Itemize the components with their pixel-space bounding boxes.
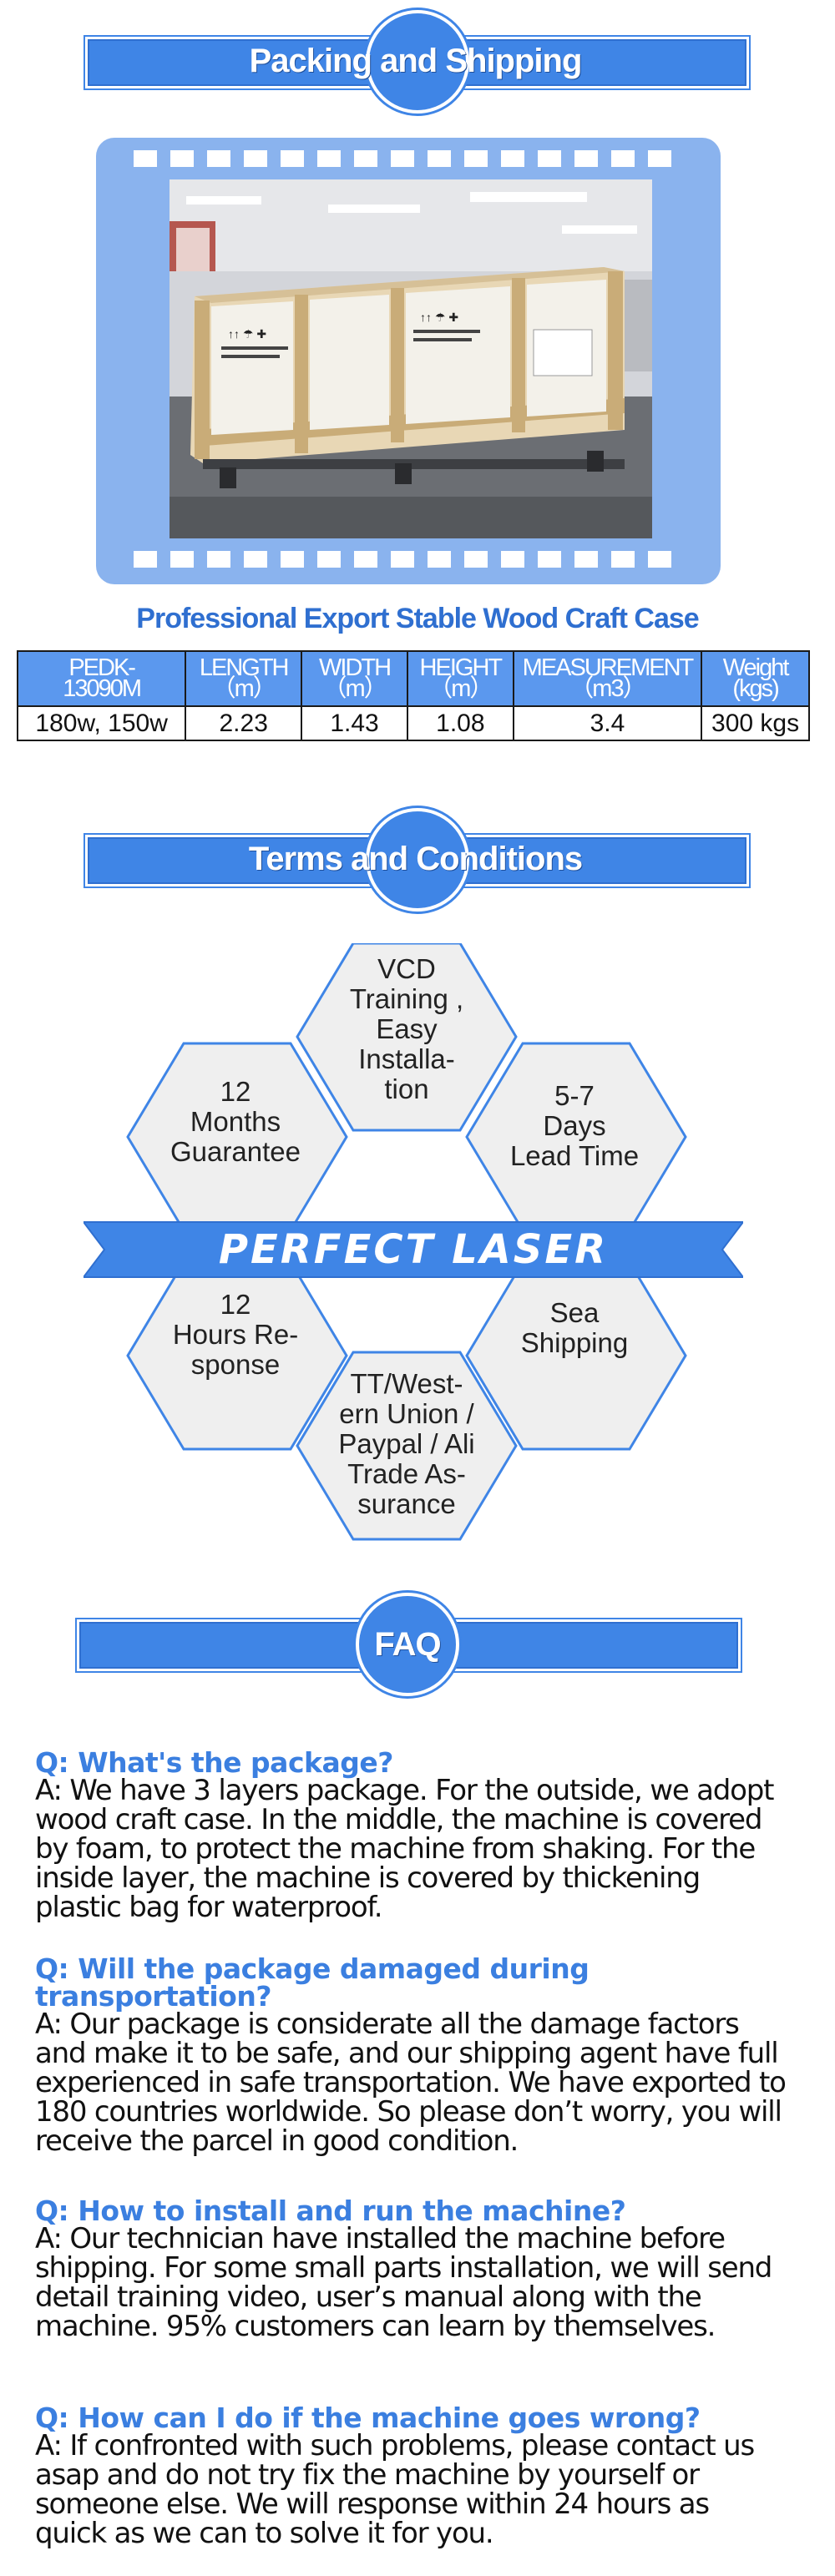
packing-subtitle: Professional Export Stable Wood Craft Ca… <box>136 603 699 634</box>
table-cell-measurement: 3.4 <box>512 705 703 741</box>
table-header-width: WIDTH （m） <box>301 650 408 707</box>
table-header-row: PEDK- 13090M LENGTH （m） WIDTH （m） HEIGHT… <box>16 650 810 707</box>
faq-item-2: Q: Will the package damaged during trans… <box>35 1955 787 2156</box>
film-perforations-bottom <box>134 551 671 568</box>
faq-question: Q: What's the package? <box>35 1746 393 1779</box>
faq-banner-circle <box>356 1593 459 1696</box>
table-cell-length: 2.23 <box>185 705 303 741</box>
table-cell-width: 1.43 <box>301 705 408 741</box>
term-response: 12 Hours Re- sponse <box>172 1289 299 1380</box>
faq-answer: A: If confronted with such problems, ple… <box>35 2429 755 2550</box>
hex-top <box>296 943 518 1132</box>
svg-text:↑↑ ☂ ✚: ↑↑ ☂ ✚ <box>228 327 266 341</box>
hex-bottom <box>296 1351 518 1541</box>
table-cell-height: 1.08 <box>406 705 514 741</box>
terms-banner-circle <box>366 808 469 912</box>
faq-question: Q: How to install and run the machine? <box>35 2195 626 2227</box>
term-training: VCD Training , Easy Installa- tion <box>349 953 464 1104</box>
table-row: 180w, 150w 2.23 1.43 1.08 3.4 300 kgs <box>16 705 810 741</box>
terms-section-title: Terms and Conditions <box>248 841 583 877</box>
table-header-length: LENGTH （m） <box>185 650 303 707</box>
hexagon-grid <box>126 943 687 1541</box>
wooden-crate-photo: ↑↑ ☂ ✚ ↑↑ ☂ ✚ <box>170 179 652 538</box>
table-header-model: PEDK- 13090M <box>16 650 187 707</box>
brand-logo-text: PERFECT LASER <box>218 1226 609 1273</box>
faq-question: Q: Will the package damaged during trans… <box>35 1952 590 2013</box>
term-payment: TT/West- ern Union / Paypal / Ali Trade … <box>338 1368 475 1519</box>
table-cell-weight: 300 kgs <box>701 705 810 741</box>
faq-answer: A: Our package is considerate all the da… <box>35 2008 787 2158</box>
term-guarantee: 12 Months Guarantee <box>170 1076 301 1167</box>
faq-answer: A: Our technician have installed the mac… <box>35 2222 772 2343</box>
table-header-measurement: MEASUREMENT （m3） <box>512 650 703 707</box>
packing-section-title: Packing and Shipping <box>249 43 583 79</box>
table-header-weight: Weight (kgs) <box>701 650 810 707</box>
table-header-height: HEIGHT （m） <box>406 650 514 707</box>
film-perforations-top <box>134 150 671 167</box>
term-sea-shipping: Sea Shipping <box>520 1297 629 1358</box>
packing-spec-table: PEDK- 13090M LENGTH （m） WIDTH （m） HEIGHT… <box>16 650 810 741</box>
faq-answer: A: We have 3 layers package. For the out… <box>35 1774 774 1924</box>
term-lead-time: 5-7 Days Lead Time <box>509 1080 640 1171</box>
faq-item-4: Q: How can I do if the machine goes wron… <box>35 2404 787 2548</box>
table-cell-model: 180w, 150w <box>16 705 187 741</box>
faq-section-title: FAQ <box>374 1626 441 1663</box>
brand-ribbon <box>84 1221 743 1278</box>
packing-banner-circle <box>366 10 469 114</box>
faq-question: Q: How can I do if the machine goes wron… <box>35 2402 701 2434</box>
svg-text:↑↑ ☂ ✚: ↑↑ ☂ ✚ <box>420 311 458 324</box>
faq-item-1: Q: What's the package? A: We have 3 laye… <box>35 1749 787 1922</box>
faq-item-3: Q: How to install and run the machine? A… <box>35 2197 787 2341</box>
